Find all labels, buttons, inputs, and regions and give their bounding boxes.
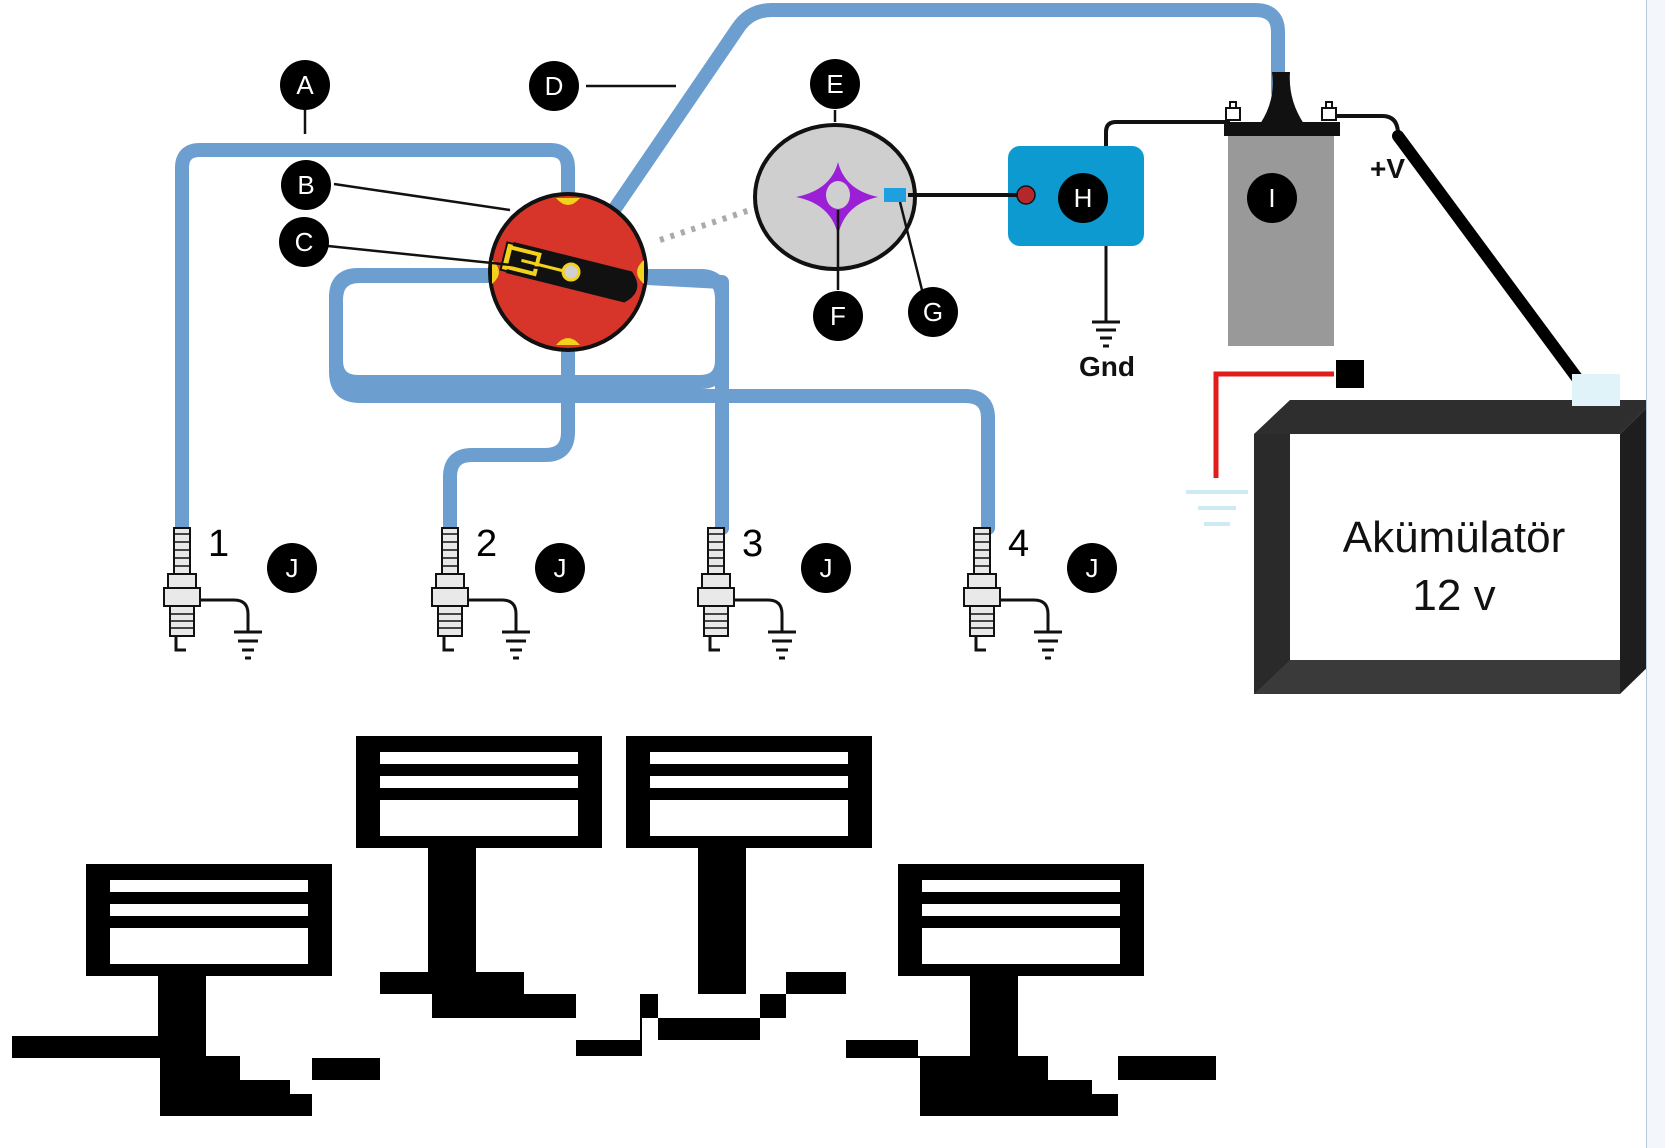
wire-cap-right (629, 269, 729, 535)
pickup-sensor (884, 188, 906, 202)
ground-symbol-icon (502, 630, 530, 660)
svg-text:H: H (1074, 183, 1093, 213)
wire-plug-2 (443, 323, 575, 535)
marker-leaders (303, 84, 924, 291)
coil-terminal-left (1225, 101, 1241, 121)
marker-f: F (813, 291, 863, 341)
wire-d-coil-to-rotor (566, 3, 1285, 277)
battery-positive-terminal (1572, 374, 1620, 406)
svg-text:D: D (545, 71, 564, 101)
engine-pistons (86, 736, 1144, 1058)
breaker-plate (753, 123, 917, 271)
ignition-coil (1224, 72, 1340, 346)
spark-plug-icon (963, 527, 1062, 660)
plus-v-label: +V (1370, 153, 1405, 184)
svg-text:B: B (297, 170, 314, 200)
marker-i: I (1247, 173, 1297, 223)
spark-plug-icon (431, 527, 530, 660)
cylinder-number: 3 (742, 523, 763, 565)
wire-a-plug-1 (175, 143, 575, 535)
svg-text:A: A (296, 70, 314, 100)
spark-plugs: 1J 2J 3J 4J (163, 523, 1117, 660)
svg-text:I: I (1268, 183, 1275, 213)
marker-c: C (279, 217, 329, 267)
svg-text:F: F (830, 301, 846, 331)
coil-terminal-right (1321, 101, 1337, 121)
spark-plug-icon (163, 527, 262, 660)
wire-plug-4 (329, 269, 995, 535)
vertical-scrollbar[interactable] (1646, 0, 1665, 1148)
drive-link (659, 205, 757, 243)
svg-text:C: C (295, 227, 314, 257)
svg-text:J: J (286, 553, 299, 583)
ground-symbol-icon (768, 630, 796, 660)
piston-icon (356, 736, 602, 994)
marker-j: J (1067, 543, 1117, 593)
marker-j: J (535, 543, 585, 593)
piston-icon (626, 736, 872, 994)
red-lead-terminal (1336, 360, 1364, 388)
battery-label-line2: 12 v (1412, 571, 1495, 620)
marker-d: D (529, 61, 579, 111)
distributor-cap (488, 192, 648, 352)
marker-e: E (810, 59, 860, 109)
marker-b: B (281, 160, 331, 210)
cylinder-number: 2 (476, 523, 497, 565)
ground-symbol-icon (234, 630, 262, 660)
svg-text:J: J (554, 553, 567, 583)
marker-a: A (280, 60, 330, 110)
spark-plug-wires (175, 3, 1285, 535)
cylinder-number: 1 (208, 523, 229, 565)
svg-text:G: G (923, 297, 943, 327)
marker-j: J (801, 543, 851, 593)
battery-label-line1: Akümülatör (1343, 513, 1566, 562)
ground-label: Gnd (1079, 351, 1135, 382)
piston-icon (86, 864, 332, 1058)
battery-ground-icon (1186, 490, 1248, 526)
svg-text:J: J (820, 553, 833, 583)
crankshaft (12, 972, 1216, 1116)
marker-g: G (908, 287, 958, 337)
svg-text:E: E (826, 69, 843, 99)
positive-cable (1392, 130, 1586, 388)
marker-h: H (1058, 173, 1108, 223)
spark-plug-icon (697, 527, 796, 660)
ground-symbol-icon (1092, 320, 1120, 348)
ground-symbol-icon (1034, 630, 1062, 660)
piston-icon (898, 864, 1144, 1058)
cylinder-number: 4 (1008, 523, 1029, 565)
red-lead (1213, 371, 1334, 478)
svg-text:J: J (1086, 553, 1099, 583)
marker-j: J (267, 543, 317, 593)
